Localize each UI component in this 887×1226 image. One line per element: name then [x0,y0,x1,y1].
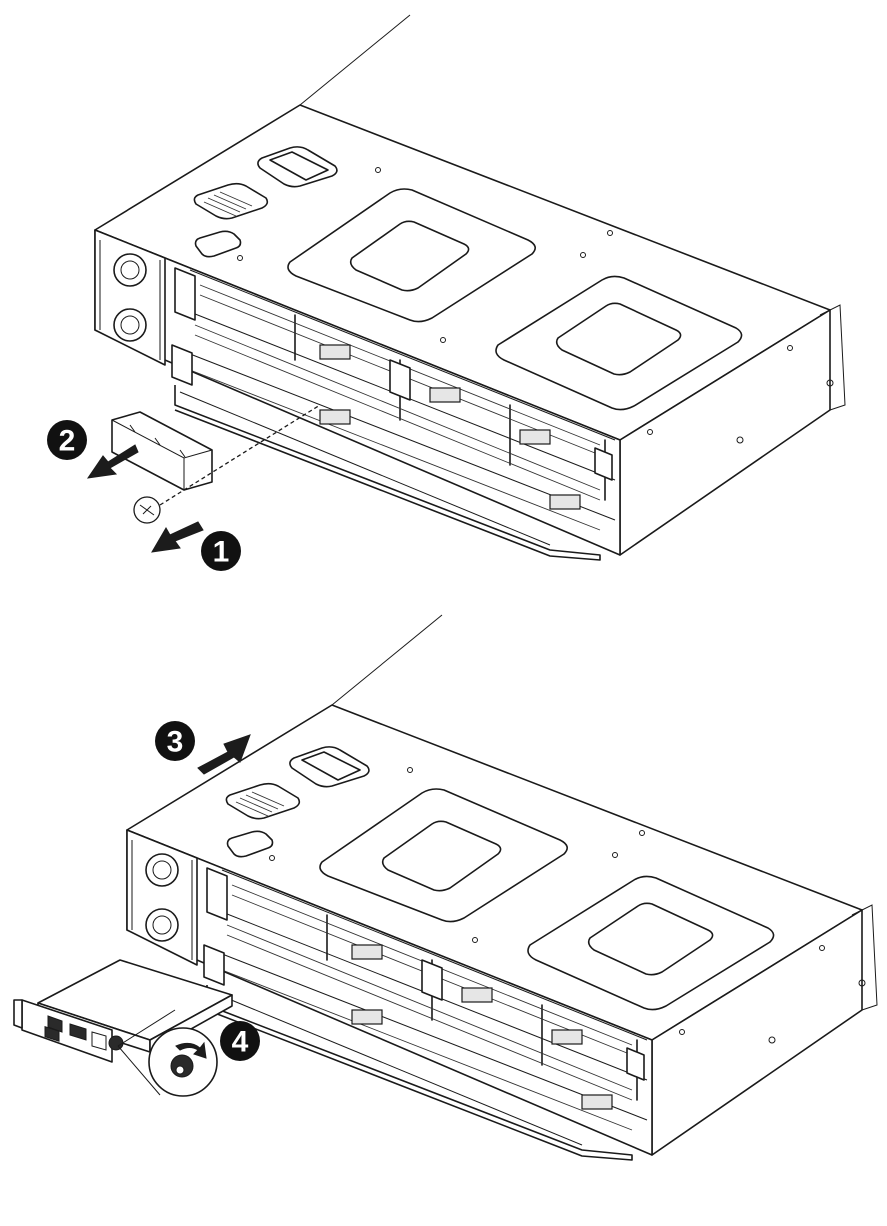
zoom-line [117,1009,176,1096]
arrow-step-2-icon [86,444,139,479]
step-4-callout: 4 [220,1021,260,1061]
screw-path-line [159,404,321,506]
step-2-callout: 2 [47,420,87,460]
rotate-arrow-icon [175,1041,207,1059]
thumbscrew-zoom [148,1027,218,1097]
slot-cover [111,411,213,491]
node-module [13,959,233,1063]
step-2-number: 2 [59,425,76,458]
chassis-bottom [126,614,878,1161]
step-1-callout: 1 [201,531,241,571]
step-4-number: 4 [232,1026,249,1059]
arrow-step-1-icon [151,521,204,553]
step-3-number: 3 [167,726,184,759]
step-1-number: 1 [213,536,230,569]
screw-icon [133,496,161,524]
arrow-step-3-icon [197,734,251,775]
step-3-callout: 3 [155,721,195,761]
